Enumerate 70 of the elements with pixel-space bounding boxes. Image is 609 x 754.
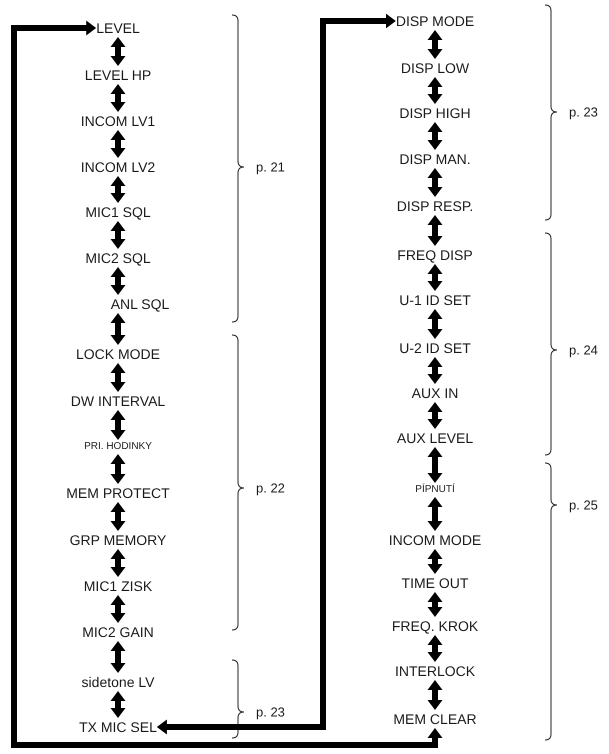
- double-arrow: [430, 402, 440, 429]
- menu-item: MEM PROTECT: [66, 484, 170, 502]
- menu-item: LOCK MODE: [76, 345, 160, 363]
- double-arrow: [430, 635, 440, 662]
- menu-item: INCOM LV2: [80, 158, 156, 176]
- menu-item: MIC2 GAIN: [82, 623, 154, 641]
- menu-item: INCOM LV1: [80, 112, 156, 130]
- page-reference: p. 24: [569, 344, 598, 356]
- menu-item: INCOM MODE: [388, 531, 482, 549]
- page-reference: p. 22: [256, 482, 285, 494]
- double-arrow: [430, 309, 440, 339]
- double-arrow: [113, 691, 123, 718]
- menu-item: LEVEL HP: [84, 66, 152, 84]
- double-arrow: [113, 221, 123, 249]
- double-arrow: [113, 313, 123, 345]
- double-arrow: [113, 549, 123, 577]
- double-arrow: [430, 215, 440, 246]
- menu-item: TX MIC SEL: [79, 718, 157, 736]
- menu-item: DW INTERVAL: [70, 392, 166, 410]
- page-reference: p. 23: [256, 706, 285, 718]
- menu-item: PRI. HODINKY: [84, 440, 152, 454]
- menu-item: DISP MAN.: [399, 150, 471, 168]
- menu-item: PÍPNUTÍ: [415, 483, 455, 497]
- double-arrow: [113, 410, 123, 440]
- menu-item: MEM CLEAR: [393, 710, 477, 728]
- double-arrow: [113, 37, 123, 66]
- double-arrow: [113, 454, 123, 484]
- menu-item: FREQ. KROK: [392, 617, 478, 635]
- double-arrow: [430, 264, 440, 291]
- menu-item: DISP RESP.: [396, 197, 474, 215]
- double-arrow: [430, 592, 440, 617]
- double-arrow: [113, 595, 123, 623]
- menu-item: MIC2 SQL: [85, 249, 151, 267]
- menu-item: U-2 ID SET: [399, 339, 471, 357]
- double-arrow: [430, 77, 440, 104]
- menu-item: DISP MODE: [396, 12, 474, 30]
- double-arrow: [113, 130, 123, 158]
- double-arrow: [430, 447, 440, 483]
- double-arrow: [430, 122, 440, 150]
- double-arrow: [430, 549, 440, 574]
- menu-item: GRP MEMORY: [70, 531, 166, 549]
- page-reference: p. 25: [569, 498, 598, 512]
- page-reference: p. 23: [569, 106, 598, 118]
- double-arrow: [113, 641, 123, 673]
- double-arrow: [113, 84, 123, 112]
- double-arrow: [11, 23, 440, 748]
- menu-item: U-1 ID SET: [399, 291, 471, 309]
- double-arrow: [430, 680, 440, 710]
- menu-item: INTERLOCK: [394, 662, 476, 680]
- page-reference: p. 21: [256, 160, 285, 174]
- double-arrow: [430, 30, 440, 59]
- double-arrow: [430, 168, 440, 197]
- menu-item: FREQ DISP: [397, 246, 473, 264]
- menu-item: MIC1 SQL: [85, 203, 151, 221]
- double-arrow: [113, 176, 123, 203]
- menu-item: MIC1 ZISK: [84, 577, 152, 595]
- double-arrow: [113, 267, 123, 295]
- double-arrow: [156, 16, 396, 732]
- menu-item: AUX LEVEL: [396, 429, 474, 447]
- menu-item: AUX IN: [412, 384, 458, 402]
- double-arrow: [113, 502, 123, 531]
- menu-item: LEVEL: [96, 19, 140, 37]
- menu-item: DISP HIGH: [399, 104, 471, 122]
- menu-item: DISP LOW: [400, 59, 470, 77]
- double-arrow: [113, 363, 123, 392]
- double-arrow: [430, 357, 440, 384]
- menu-item: sidetone LV: [82, 673, 154, 691]
- double-arrow: [430, 497, 440, 531]
- menu-item: TIME OUT: [402, 574, 468, 592]
- menu-item: ANL SQL: [110, 295, 170, 313]
